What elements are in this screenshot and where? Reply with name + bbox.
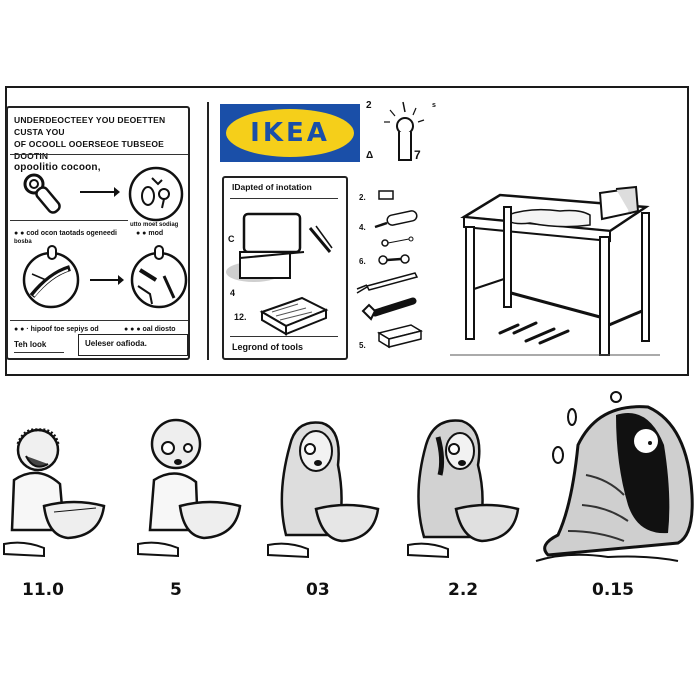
fork-tool-icon — [356, 272, 419, 294]
step3-caption: ● ● · hipoof toe sepiys od — [14, 326, 99, 333]
divider — [10, 220, 128, 221]
stage-5: 0.15 — [528, 385, 700, 620]
header-line-1: UNDERDEOCTEEY YOU DEOETTEN CUSTA YOU — [14, 115, 166, 137]
detail-circle-unwrap-icon — [130, 245, 188, 309]
header-line-2: OF OCOOLL OOERSEOE TUBSEOE DOOTIN — [14, 139, 165, 161]
arrow-right-icon — [90, 275, 124, 285]
divider — [230, 198, 338, 199]
cocoon-instruction-card: UNDERDEOCTEEY YOU DEOETTEN CUSTA YOU OF … — [6, 106, 190, 360]
stage-label: 03 — [306, 580, 330, 600]
stage-4: 2.2 — [400, 415, 530, 620]
arrow-right-icon — [80, 187, 120, 197]
person-with-basket-figure — [3, 428, 106, 558]
wrench-small-icon — [378, 254, 410, 265]
tool-grip-icon — [23, 173, 61, 214]
step3-caption-right: ● ● ● oal diosto — [124, 326, 176, 333]
tools-legend: 2. 4. 6. 5. — [355, 185, 445, 360]
header-line-3: opoolitio cocoon, — [14, 162, 101, 173]
part-marker: 4 — [230, 288, 236, 298]
pliers-icon — [308, 225, 333, 253]
stage-label: 2.2 — [448, 580, 479, 600]
bulb-number: 7 — [414, 148, 421, 162]
step2-caption-sub: bosba — [14, 239, 32, 245]
parts-card-title: IDapted of inotation — [232, 182, 312, 192]
lightbulb-icon — [384, 101, 425, 161]
stage-label: 0.15 — [592, 580, 634, 600]
part-marker: C — [228, 234, 235, 244]
ikea-logo: IKEA — [220, 104, 360, 162]
divider — [230, 336, 338, 337]
footer-label: Teh look — [14, 340, 64, 353]
step1-caption: utto moet sodiag — [130, 222, 179, 228]
instruction-header: UNDERDEOCTEEY YOU DEOETTEN CUSTA YOU OF … — [14, 114, 186, 174]
pin-icon — [381, 236, 414, 247]
tool-number: 5. — [359, 341, 366, 350]
block-icon — [377, 324, 423, 349]
bulb-number: 2 — [366, 100, 372, 111]
stage-2: 5 — [130, 418, 250, 620]
tool-number: 6. — [359, 257, 366, 266]
wrench-large-icon — [361, 297, 417, 321]
workbench-illustration — [450, 185, 660, 356]
parts-card: IDapted of inotation C 4 12. Legrond of … — [222, 176, 348, 360]
lightbulb-diagram: 2 Δ 7 s — [362, 96, 442, 166]
tool-number: 2. — [359, 193, 366, 202]
stage-label: 11.0 — [22, 580, 64, 600]
footer-action-button[interactable]: Ueleser oafioda. — [78, 334, 188, 356]
stage-1: 11.0 — [0, 420, 120, 620]
step2-caption: ● ● cod ocon taotads ogeneedi — [14, 230, 117, 237]
logo-text: IKEA — [250, 118, 330, 148]
person-mostly-in-cocoon-figure — [407, 419, 520, 559]
clip-icon — [378, 190, 394, 200]
bulb-number: Δ — [366, 150, 374, 161]
bulb-number: s — [432, 102, 436, 109]
tools-legend-label: Legrond of tools — [232, 342, 303, 352]
cabinet-part-icon — [226, 212, 305, 282]
vertical-divider — [207, 102, 209, 360]
screwdriver-icon — [374, 210, 418, 229]
tool-number: 4. — [359, 223, 366, 232]
person-wrapping-in-cocoon-figure — [267, 421, 380, 559]
logo-oval — [226, 109, 354, 157]
stage-label: 5 — [170, 580, 182, 600]
detail-circle-parts-icon — [128, 166, 184, 222]
stage-3: 03 — [262, 415, 392, 620]
step2-caption-right: ● ● mod — [136, 230, 164, 237]
complete-cocoon-figure — [535, 391, 694, 562]
part-marker: 12. — [234, 312, 247, 322]
bald-person-with-basket-figure — [137, 418, 242, 558]
detail-circle-wrap-icon — [22, 245, 80, 309]
divider — [10, 320, 188, 321]
divider — [10, 154, 188, 155]
tray-part-icon — [259, 296, 329, 336]
